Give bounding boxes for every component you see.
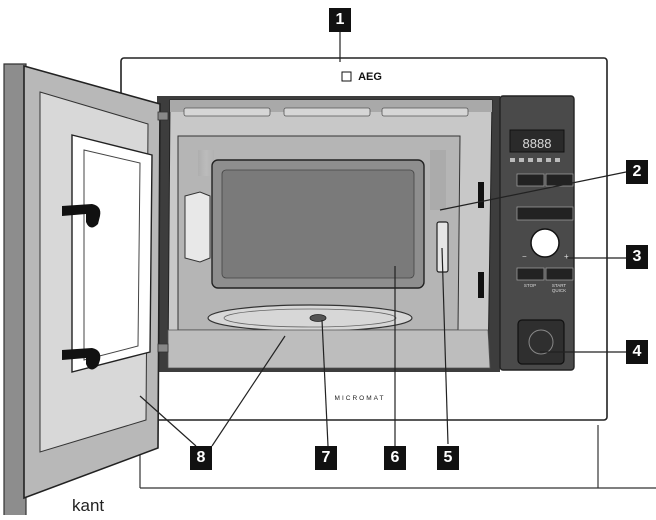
power-button[interactable] (516, 206, 574, 221)
callout-1: 1 (329, 8, 351, 32)
door-window (71, 134, 153, 373)
leader-lines (139, 32, 627, 447)
door-open-button[interactable] (517, 319, 565, 365)
turntable-coupling (309, 314, 327, 322)
display-digits: 8888 (523, 136, 552, 151)
callout-2: 2 (626, 160, 648, 184)
quick-label: QUICK (552, 288, 566, 293)
door-hook-top (62, 204, 101, 228)
callout-4: 4 (626, 340, 648, 364)
svg-text:+: + (564, 252, 569, 261)
door (3, 63, 169, 520)
callout-6: 6 (384, 446, 406, 470)
selector-knob[interactable] (530, 228, 560, 258)
stop-label: STOP (524, 283, 536, 288)
callout-3: 3 (626, 245, 648, 269)
model-label: MICROMAT (335, 395, 386, 402)
stop-button[interactable] (516, 267, 545, 281)
callout-8: 8 (190, 446, 212, 470)
function-button-left[interactable] (516, 173, 545, 187)
caption-text: kant (72, 496, 105, 515)
start-label: START (552, 283, 567, 288)
brand-logo: AEG (358, 71, 382, 83)
callout-5: 5 (437, 446, 459, 470)
svg-text:−: − (522, 252, 527, 261)
start-quick-button[interactable] (545, 267, 574, 281)
door-hook-bottom (62, 348, 101, 370)
callout-7: 7 (315, 446, 337, 470)
display (509, 129, 565, 153)
lamp-cover (184, 191, 211, 263)
